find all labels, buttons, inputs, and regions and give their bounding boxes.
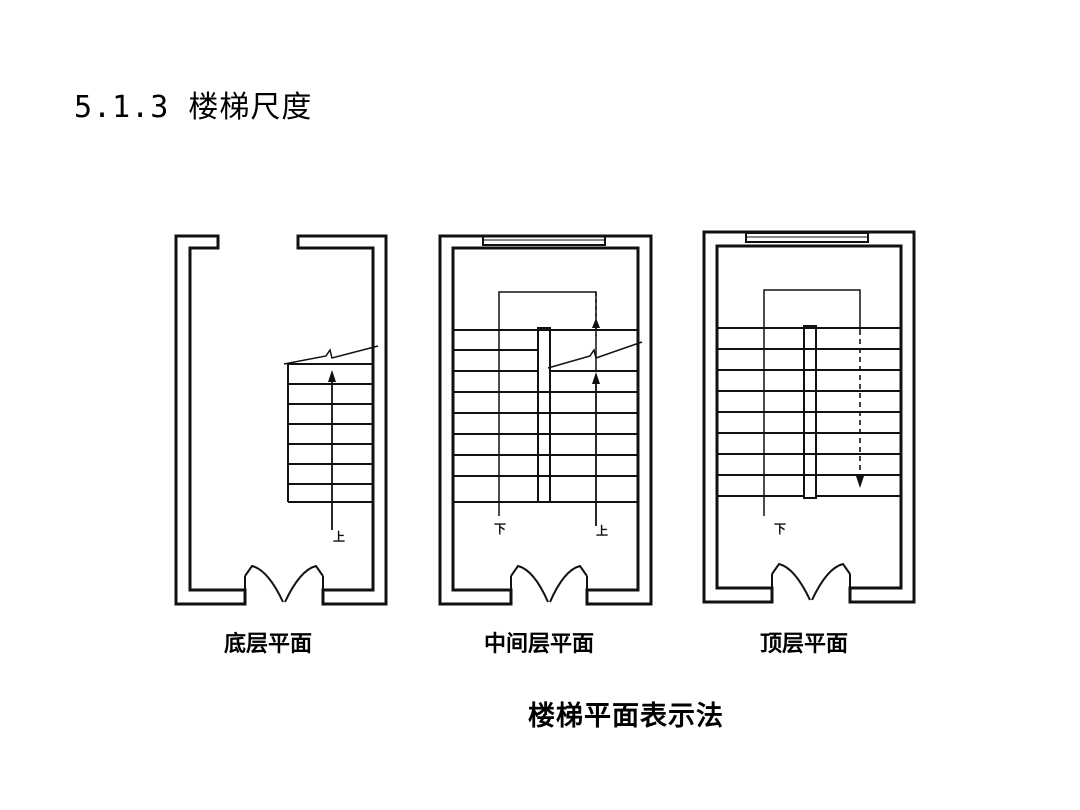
middle-floor-plan xyxy=(438,234,653,606)
top-door xyxy=(771,562,851,601)
slide-title: 5.1.3 楼梯尺度 xyxy=(74,90,313,125)
top-stair-treads xyxy=(718,327,901,497)
top-down-label: 下 xyxy=(774,522,786,536)
ground-floor-caption: 底层平面 xyxy=(224,631,313,657)
top-floor-plan xyxy=(702,230,916,604)
ground-up-label: 上 xyxy=(333,529,345,544)
ground-floor-plan xyxy=(174,234,388,606)
ground-wall-outer-right xyxy=(296,234,388,606)
ground-wall-outer xyxy=(174,234,247,606)
figure-caption: 楼梯平面表示法 xyxy=(528,701,724,732)
middle-wall xyxy=(438,234,653,606)
middle-down-label: 下 xyxy=(494,522,506,536)
middle-stair-treads xyxy=(454,329,638,503)
middle-floor-caption: 中间层平面 xyxy=(484,631,595,657)
middle-door xyxy=(510,564,588,603)
middle-break-line xyxy=(547,341,643,369)
middle-up-label: 上 xyxy=(596,523,608,538)
top-floor-caption: 顶层平面 xyxy=(760,631,849,657)
ground-door xyxy=(244,564,324,603)
ground-break-line xyxy=(283,345,379,365)
ground-stair-flight xyxy=(287,363,374,503)
top-wall xyxy=(702,230,916,604)
